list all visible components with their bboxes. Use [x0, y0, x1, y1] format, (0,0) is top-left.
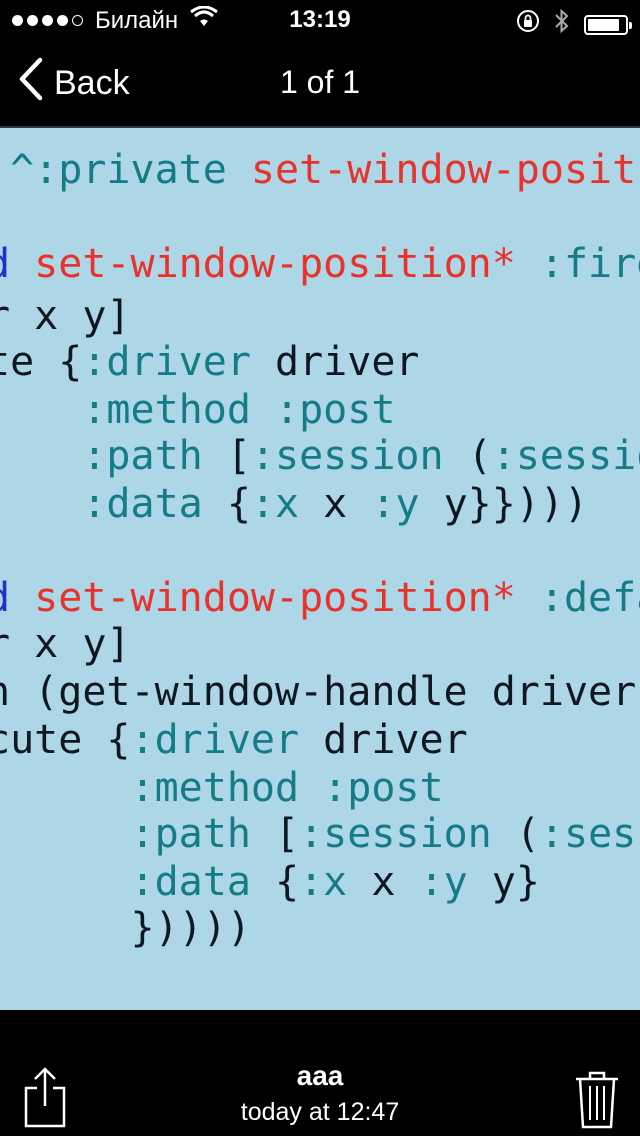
code-token	[0, 765, 131, 811]
code-line: r x y]	[0, 292, 131, 340]
signal-dot	[42, 15, 53, 26]
code-line: ^:private set-window-posit	[0, 146, 636, 194]
code-token: r x y]	[0, 621, 131, 667]
code-token: :method :post	[82, 387, 396, 433]
code-token: {	[202, 481, 251, 527]
code-line: d set-window-position* :fire	[0, 240, 640, 288]
code-token: ^:private	[0, 147, 251, 193]
code-token: d	[0, 241, 34, 287]
code-token: d	[0, 575, 34, 621]
code-token: :path	[82, 433, 203, 479]
code-token: :fire	[539, 241, 640, 287]
code-line: :data {:x x :y y}})))	[0, 480, 588, 528]
code-token: cute {	[0, 717, 131, 763]
signal-dot	[27, 15, 38, 26]
signal-strength-icon	[12, 15, 83, 26]
code-token: driver	[250, 339, 420, 385]
code-token: [	[250, 811, 300, 857]
code-token: driver	[299, 717, 468, 763]
code-token	[0, 387, 82, 433]
code-token: r x y]	[0, 293, 131, 339]
code-token: :y	[419, 859, 468, 905]
back-label: Back	[54, 63, 130, 102]
code-token: :x	[299, 859, 348, 905]
battery-level	[588, 18, 619, 31]
code-token: set-window-position*	[34, 241, 516, 287]
status-bar: Билайн 13:19	[0, 0, 640, 40]
bottom-toolbar: aaa today at 12:47	[0, 1010, 640, 1136]
chevron-left-icon	[18, 57, 44, 110]
code-line: h (get-window-handle driver	[0, 668, 636, 716]
code-token: :x	[250, 481, 300, 527]
status-time: 13:19	[289, 6, 351, 33]
code-token: y}})))	[419, 481, 589, 527]
code-token: te {	[0, 339, 83, 385]
carrier-name: Билайн	[95, 6, 179, 34]
code-token	[0, 481, 82, 527]
code-token: :path	[130, 811, 251, 857]
code-line: :method :post	[0, 386, 395, 434]
code-token: }))))	[0, 905, 275, 951]
code-token: {	[250, 859, 300, 905]
status-right	[516, 8, 632, 41]
status-left: Билайн	[12, 5, 219, 35]
code-token: :defa	[539, 575, 640, 621]
code-line: :method :post	[0, 764, 444, 812]
code-token: :sessio	[491, 433, 640, 479]
code-line: :path [:session (:sessio	[0, 432, 640, 480]
delete-button[interactable]	[574, 1070, 620, 1130]
back-button[interactable]: Back	[18, 57, 130, 110]
code-token: x	[347, 859, 420, 905]
code-token: set-window-position*	[34, 575, 516, 621]
code-token: :data	[82, 481, 203, 527]
photo-info: aaa today at 12:47	[160, 1060, 480, 1127]
code-line: }))))	[0, 904, 275, 952]
share-button[interactable]	[22, 1066, 68, 1130]
photo-name: aaa	[296, 1060, 344, 1091]
code-token: :driver	[82, 339, 251, 385]
code-line: r x y]	[0, 620, 131, 668]
share-icon	[22, 1067, 68, 1134]
code-token: set-window-posit	[250, 147, 637, 193]
code-line: cute {:driver driver	[0, 716, 468, 764]
code-line: :data {:x x :y y}	[0, 858, 540, 906]
photo-date: today at 12:47	[240, 1098, 400, 1126]
code-token: :driver	[130, 717, 300, 763]
code-token: :session	[250, 433, 444, 479]
code-token: :data	[130, 859, 251, 905]
rotation-lock-icon	[516, 9, 540, 40]
signal-dot	[12, 15, 23, 26]
code-token: :session	[299, 811, 492, 857]
code-token: (	[443, 433, 492, 479]
code-token	[0, 433, 82, 479]
code-line: te {:driver driver	[0, 338, 419, 386]
navigation-bar: Back 1 of 1	[0, 40, 640, 126]
code-token: h (get-window-handle driver	[0, 669, 637, 715]
battery-icon	[584, 14, 632, 35]
code-token	[0, 859, 131, 905]
signal-dot	[72, 15, 83, 26]
code-token: :y	[371, 481, 420, 527]
page-title: 1 of 1	[279, 64, 361, 100]
code-token: (	[491, 811, 540, 857]
code-token	[0, 811, 131, 857]
wifi-icon	[190, 5, 219, 35]
code-token: y}	[467, 859, 540, 905]
code-line: d set-window-position* :defa	[0, 574, 640, 622]
signal-dot	[57, 15, 68, 26]
code-image: ^:private set-window-posit d set-window-p…	[0, 128, 640, 1012]
trash-icon	[574, 1071, 620, 1134]
photo-view[interactable]: ^:private set-window-posit d set-window-p…	[0, 126, 640, 1012]
bluetooth-icon	[554, 8, 570, 41]
code-token: :method :post	[130, 765, 444, 811]
code-token: [	[202, 433, 251, 479]
code-token: x	[299, 481, 372, 527]
code-token: :sess	[539, 811, 640, 857]
code-line: :path [:session (:sess	[0, 810, 640, 858]
